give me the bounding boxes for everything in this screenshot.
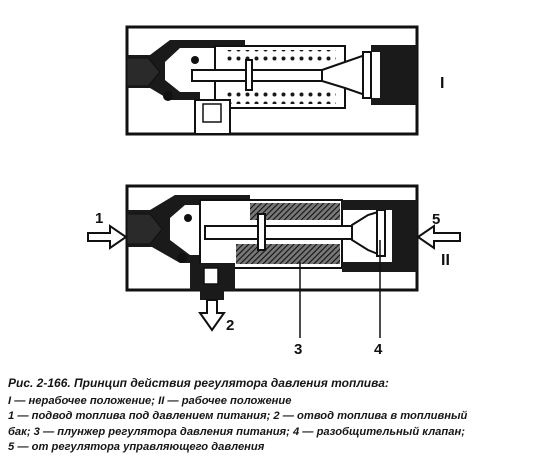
seal-ball-i-1	[163, 91, 173, 101]
callout-4: 4	[374, 341, 383, 358]
inlet-body-i	[127, 40, 245, 100]
valve-disc-ii	[376, 209, 386, 257]
callouts: 1 5 II 2 3 4	[87, 210, 461, 358]
caption-line: I — нерабочее положение; II — рабочее по…	[8, 394, 292, 407]
seal-ball-ii-2	[184, 214, 192, 222]
spring-dots-top-i	[226, 50, 336, 64]
callout-2: 2	[226, 317, 234, 334]
roman-label-i: I	[440, 75, 444, 92]
seal-ball-i-2	[191, 56, 199, 64]
callout-1: 1	[95, 210, 103, 227]
right-block-ii	[342, 200, 417, 272]
regulator-view-i: I	[125, 25, 444, 136]
regulator-view-ii	[125, 184, 419, 300]
caption-line: 1 — подвод топлива под давлением питания…	[8, 410, 468, 422]
caption-line: бак; 3 — плунжер регулятора давления пит…	[8, 425, 465, 438]
right-block-i	[371, 45, 417, 105]
spring-hatch-bottom-ii	[236, 244, 340, 264]
plunger-collar-i	[245, 59, 253, 91]
callout-5: 5	[432, 211, 440, 228]
roman-label-ii: II	[441, 252, 450, 269]
regulator-diagram: I 1 5 II 2 3	[87, 25, 461, 358]
plunger-rod-ii	[204, 225, 356, 240]
drain-inner-ii	[203, 267, 219, 285]
left-plug-ii	[126, 213, 163, 245]
spring-dots-bottom-i	[226, 88, 336, 104]
caption-title: Рис. 2-166. Принцип действия регулятора …	[8, 376, 389, 390]
spring-hatch-top-ii	[250, 203, 340, 220]
seal-ball-ii-1	[177, 253, 187, 263]
drain-inner-i	[202, 103, 222, 123]
caption-line: 5 — от регулятора управляющего давления	[8, 441, 265, 453]
plunger-collar-ii	[257, 213, 266, 251]
control-pressure-arrow	[416, 224, 461, 250]
callout-3: 3	[294, 341, 302, 358]
inlet-body-ii	[127, 195, 250, 263]
figure-caption: Рис. 2-166. Принцип действия регулятора …	[8, 376, 546, 456]
plunger-rod-i	[191, 69, 323, 82]
valve-disc-i	[362, 51, 372, 99]
drain-arrow	[198, 299, 226, 332]
inlet-arrow	[87, 224, 128, 250]
left-plug-i	[126, 57, 161, 87]
